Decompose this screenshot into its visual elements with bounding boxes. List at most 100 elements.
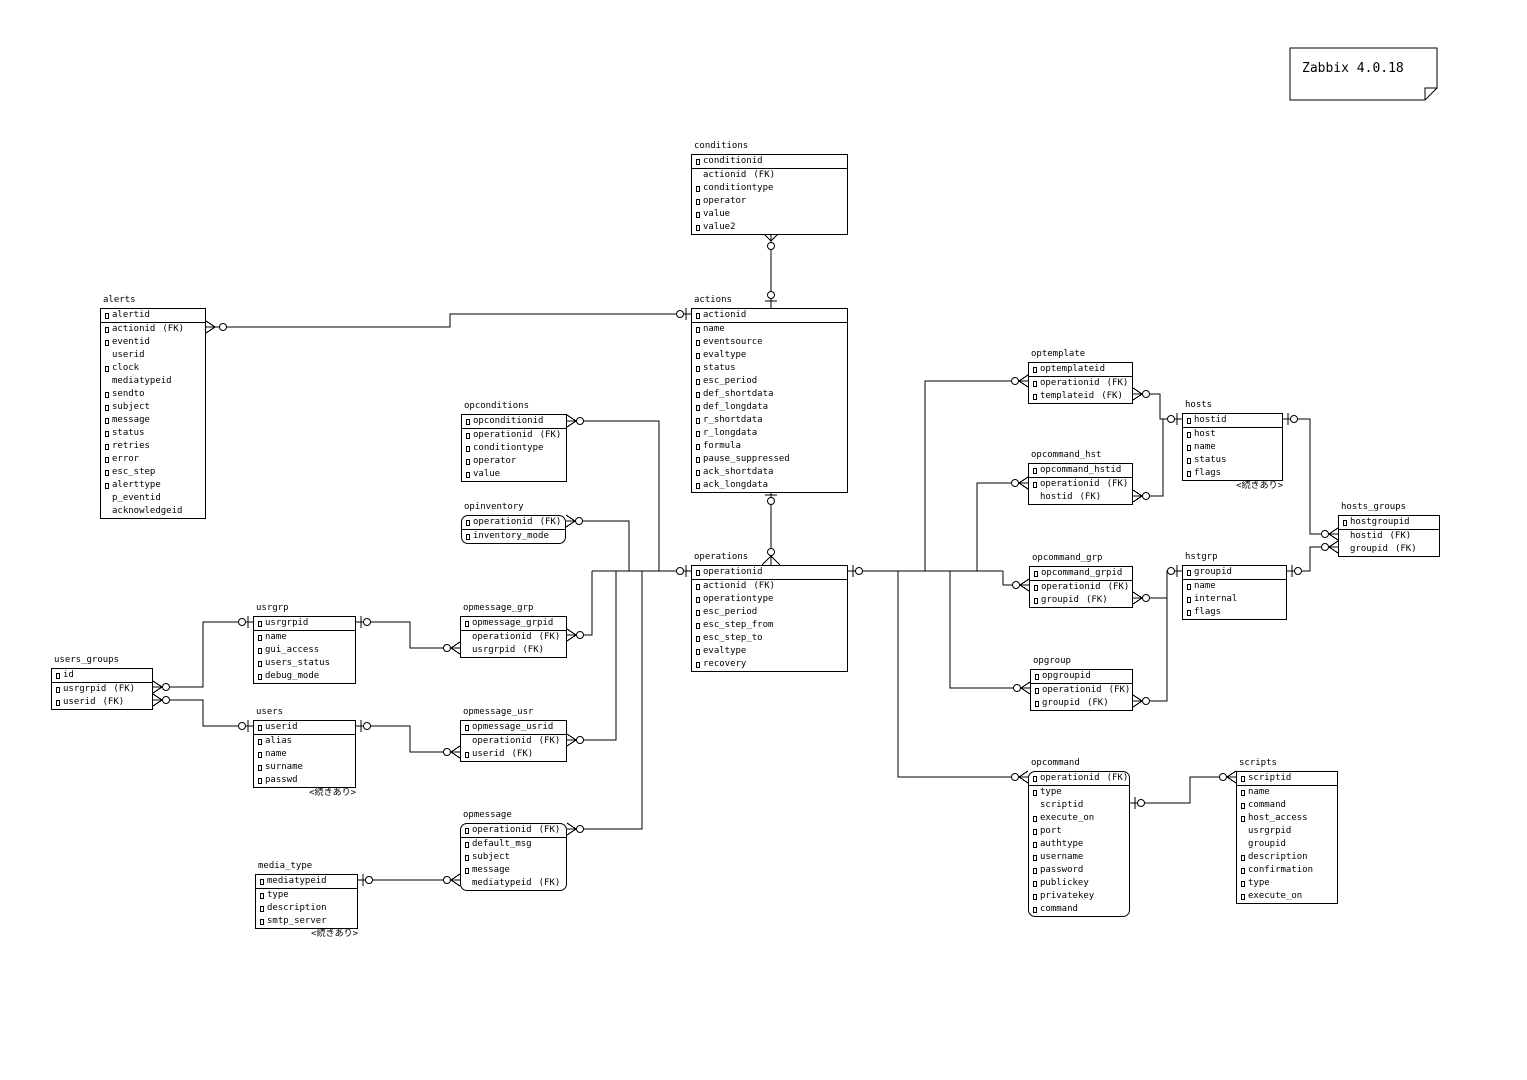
field-row: hostid(FK) (1339, 530, 1439, 543)
field-row: description (1237, 851, 1337, 864)
fk-label: (FK) (1086, 698, 1109, 708)
fk-label: (FK) (1394, 544, 1417, 554)
field-row: opgroupid (1031, 670, 1132, 684)
nullable-spacer (465, 881, 469, 887)
not-null-icon (1033, 775, 1037, 782)
field-name: conditionid (703, 156, 763, 166)
not-null-icon (1033, 893, 1037, 900)
field-name: optemplateid (1040, 364, 1106, 374)
field-row: sendto (101, 388, 205, 401)
field-row: flags (1183, 467, 1282, 480)
not-null-icon (696, 339, 700, 346)
not-null-icon (258, 647, 262, 654)
table-title: alerts (103, 295, 136, 305)
field-name: command (1248, 800, 1286, 810)
field-name: name (1248, 787, 1270, 797)
fk-label: (FK) (753, 170, 776, 180)
field-name: description (1248, 852, 1308, 862)
not-null-icon (696, 583, 700, 590)
field-row: groupid (1237, 838, 1337, 851)
not-null-icon (696, 482, 700, 489)
not-null-icon (696, 378, 700, 385)
not-null-icon (1033, 366, 1037, 373)
field-row: userid (254, 721, 355, 735)
field-row: hostid(FK) (1029, 491, 1132, 504)
field-row: operationid(FK) (1030, 581, 1132, 594)
table-box: scriptid name command host_access usrgrpid gr… (1236, 771, 1338, 904)
not-null-icon (465, 841, 469, 848)
table-title: hosts_groups (1341, 502, 1407, 512)
field-name: type (1040, 787, 1062, 797)
field-row: inventory_mode (462, 530, 565, 543)
field-row: default_msg (461, 838, 566, 851)
field-row: groupid(FK) (1339, 543, 1439, 556)
cardinality-circles (162, 242, 1329, 884)
table-title: opcommand_grp (1032, 553, 1103, 563)
not-null-icon (260, 892, 264, 899)
field-name: usrgrpid (472, 645, 516, 655)
field-name: host_access (1248, 813, 1308, 823)
field-name: description (267, 903, 327, 913)
field-name: value (473, 469, 501, 479)
field-name: mediatypeid (472, 878, 532, 888)
not-null-icon (1033, 789, 1037, 796)
field-name: type (267, 890, 289, 900)
field-row: groupid (1183, 566, 1286, 580)
field-row: name (692, 323, 847, 336)
field-row: userid(FK) (461, 748, 566, 761)
fk-label: (FK) (538, 878, 561, 888)
rel-usrgrp-opmessagegrp (356, 621, 460, 649)
field-row: host (1183, 428, 1282, 441)
field-row: users_status (254, 657, 355, 670)
not-null-icon (466, 432, 470, 439)
rel-usersgroups-usrgrp (153, 621, 253, 688)
not-null-icon (105, 430, 109, 437)
field-row: clock (101, 362, 205, 375)
field-name: flags (1194, 607, 1222, 617)
not-null-icon (258, 660, 262, 667)
rel-opcommandhst-hosts (1133, 419, 1164, 497)
rel-hosts-hostsgroups (1283, 418, 1338, 535)
field-row: opmessage_grpid (461, 617, 566, 631)
field-name: username (1040, 852, 1084, 862)
field-name: usrgrpid (1248, 826, 1292, 836)
field-row: gui_access (254, 644, 355, 657)
field-row: name (254, 748, 355, 761)
nullable-spacer (1241, 829, 1245, 835)
not-null-icon (1033, 380, 1037, 387)
field-row: mediatypeid (256, 875, 357, 889)
continued-note: <続きあり> (1236, 481, 1283, 491)
field-name: eventsource (703, 337, 763, 347)
field-row: ack_shortdata (692, 466, 847, 479)
field-name: def_shortdata (703, 389, 774, 399)
field-name: surname (265, 762, 303, 772)
nullable-spacer (1033, 803, 1037, 809)
fk-label: (FK) (1106, 378, 1129, 388)
table-title: opinventory (464, 502, 524, 512)
field-name: mediatypeid (267, 876, 327, 886)
field-row: passwd (254, 774, 355, 787)
field-name: scriptid (1040, 800, 1084, 810)
field-row: acknowledgeid (101, 505, 205, 518)
table-box: operationid(FK)inventory_mode (461, 515, 566, 544)
field-name: scriptid (1248, 773, 1292, 783)
field-name: status (703, 363, 736, 373)
fk-label: (FK) (1101, 391, 1123, 401)
not-null-icon (1187, 457, 1191, 464)
field-name: host (1194, 429, 1216, 439)
field-name: opgroupid (1042, 671, 1091, 681)
field-row: operationid(FK) (1029, 478, 1132, 491)
field-name: p_eventid (112, 493, 161, 503)
field-row: host_access (1237, 812, 1337, 825)
field-row: subject (461, 851, 566, 864)
field-name: value2 (703, 222, 736, 232)
field-name: operationid (472, 825, 532, 835)
field-name: userid (63, 697, 96, 707)
